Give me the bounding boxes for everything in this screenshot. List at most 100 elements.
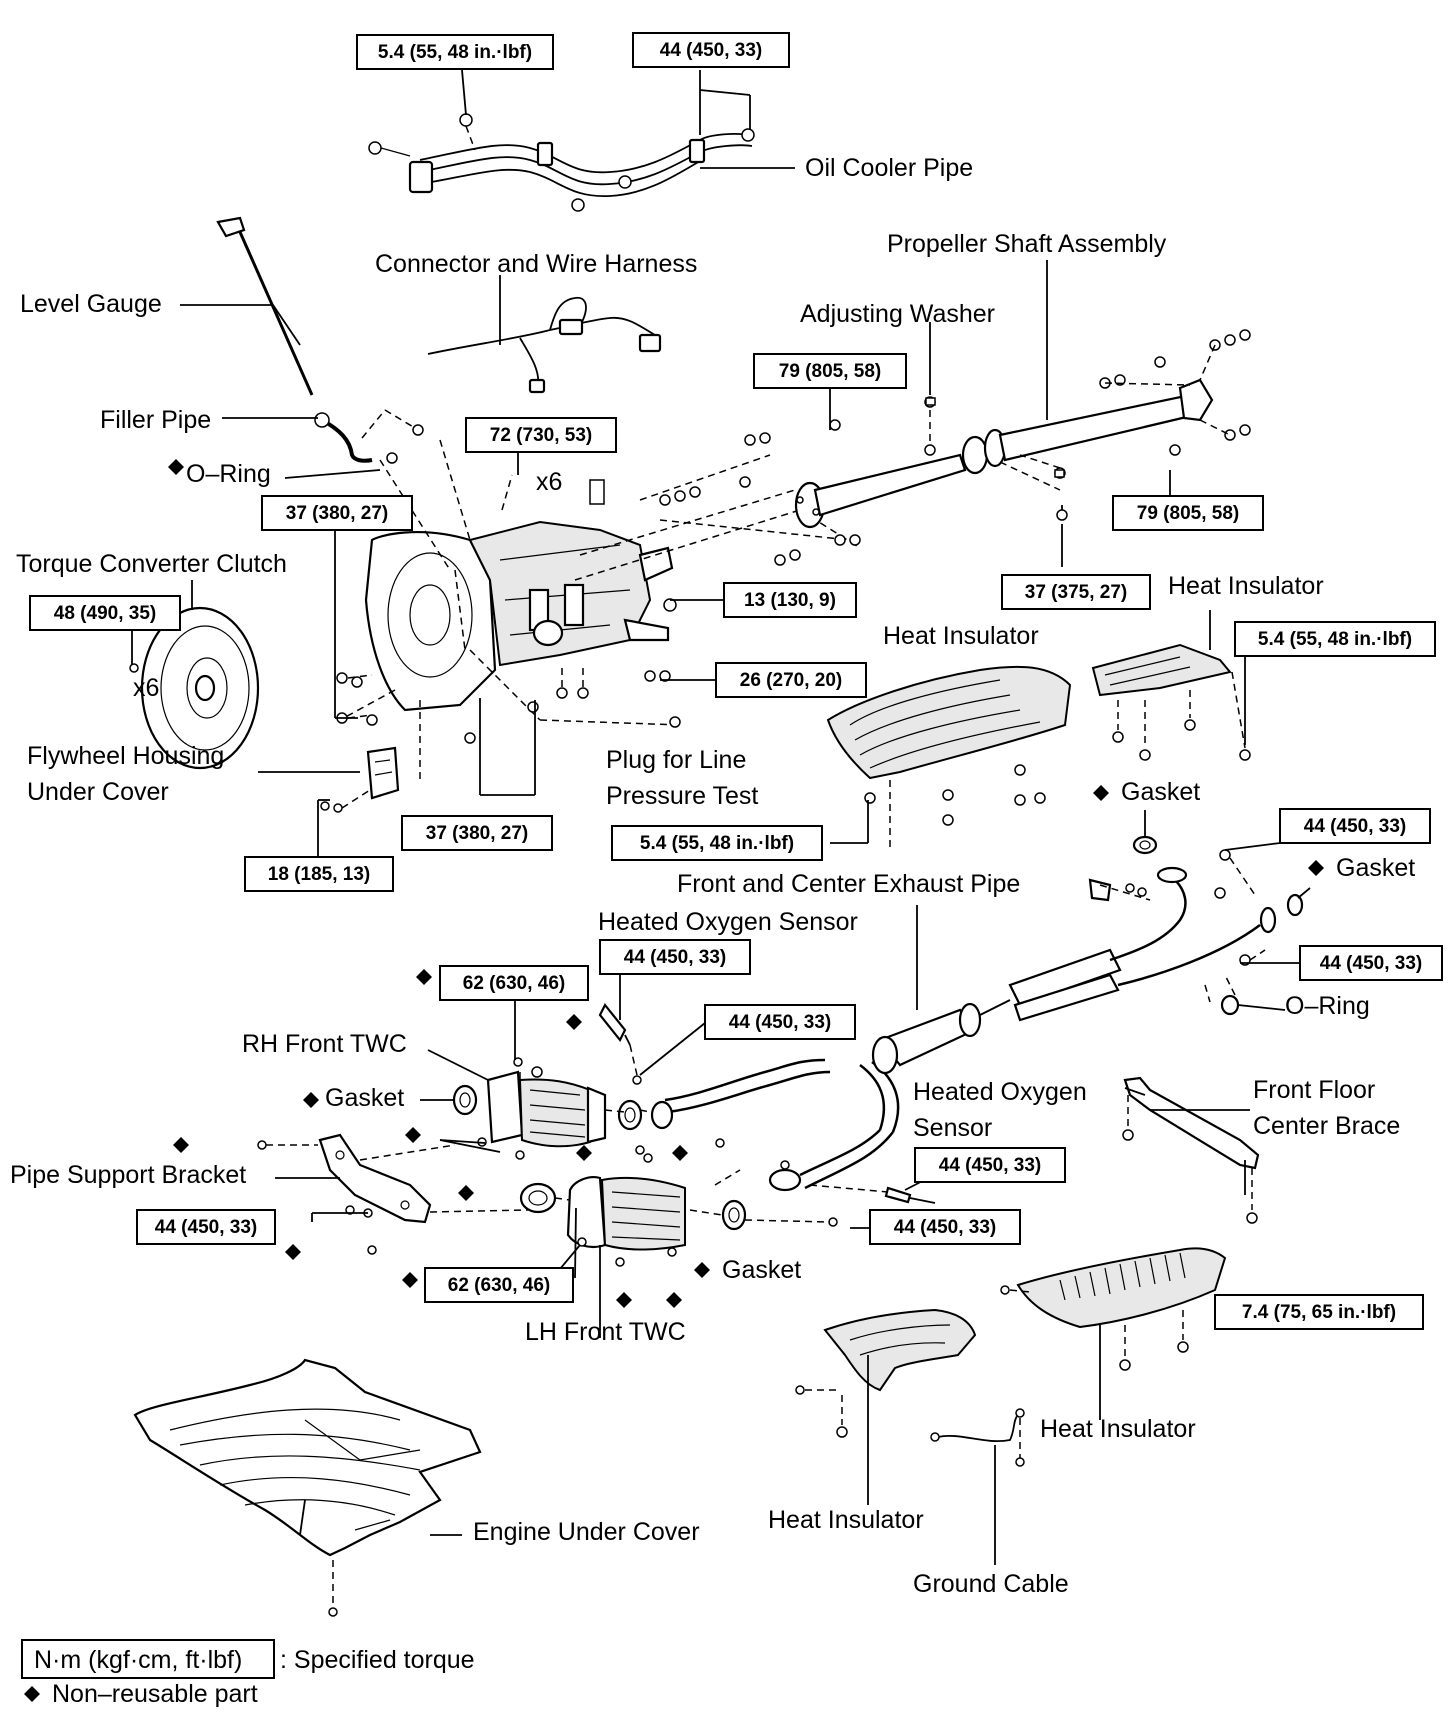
torque-box: 13 (130, 9) [723, 582, 857, 618]
torque-box: 44 (450, 33) [632, 32, 790, 68]
svg-text:18 (185, 13): 18 (185, 13) [268, 864, 370, 885]
legend-unit-desc: : Specified torque [280, 1646, 475, 1674]
svg-text:Center Brace: Center Brace [1253, 1112, 1400, 1140]
diamond-icon [173, 1137, 189, 1153]
svg-text:44 (450, 33): 44 (450, 33) [624, 947, 726, 968]
diamond-icon [168, 459, 184, 475]
diamond-icon [672, 1145, 688, 1161]
svg-text:Heated Oxygen Sensor: Heated Oxygen Sensor [598, 908, 858, 936]
torque-box: 44 (450, 33) [869, 1209, 1021, 1245]
svg-text:Front Floor: Front Floor [1253, 1076, 1375, 1104]
svg-text:O–Ring: O–Ring [1285, 992, 1370, 1020]
torque-box: 44 (450, 33) [1279, 808, 1431, 844]
torque-box: 79 (805, 58) [1112, 495, 1264, 531]
torque-box: 37 (380, 27) [261, 495, 413, 531]
level-gauge-drawing [216, 216, 314, 396]
svg-text:Oil Cooler Pipe: Oil Cooler Pipe [805, 154, 973, 182]
transmission-drawing [364, 520, 677, 712]
torque-box: 37 (380, 27) [401, 815, 553, 851]
svg-text:44 (450, 33): 44 (450, 33) [939, 1155, 1041, 1176]
torque-callouts: 5.4 (55, 48 in.·lbf) 44 (450, 33) 79 (80… [29, 32, 1443, 1330]
diamond-icon [1093, 785, 1109, 801]
diamond-icon [616, 1292, 632, 1308]
torque-box: 5.4 (55, 48 in.·lbf) [611, 825, 823, 861]
front-floor-brace-drawing [1122, 1076, 1260, 1224]
svg-text:x6: x6 [133, 674, 159, 702]
diamond-icon [458, 1185, 474, 1201]
svg-text:Heat Insulator: Heat Insulator [883, 622, 1039, 650]
leader-lines [131, 69, 1311, 1565]
diamond-icon [694, 1262, 710, 1278]
svg-text:Plug for Line: Plug for Line [606, 746, 746, 774]
svg-text:Ground Cable: Ground Cable [913, 1570, 1069, 1598]
svg-text:44 (450, 33): 44 (450, 33) [729, 1012, 831, 1033]
lh-front-twc-drawing [519, 1153, 838, 1267]
diamond-icon [566, 1014, 582, 1030]
svg-text:79 (805, 58): 79 (805, 58) [779, 361, 881, 382]
svg-text:5.4 (55, 48 in.·lbf): 5.4 (55, 48 in.·lbf) [640, 833, 794, 854]
svg-text:Gasket: Gasket [1121, 778, 1200, 806]
torque-box: 5.4 (55, 48 in.·lbf) [1234, 621, 1436, 657]
heat-insulator-upper-drawing [1091, 643, 1251, 761]
svg-text:Level Gauge: Level Gauge [20, 290, 162, 318]
torque-box: 44 (450, 33) [914, 1147, 1066, 1183]
torque-box: 48 (490, 35) [29, 595, 181, 631]
flywheel-cover-drawing [320, 746, 400, 813]
svg-text:Heat Insulator: Heat Insulator [1168, 572, 1324, 600]
svg-text:Pipe Support Bracket: Pipe Support Bracket [10, 1161, 246, 1189]
svg-text:44 (450, 33): 44 (450, 33) [894, 1217, 996, 1238]
torque-box: 72 (730, 53) [465, 417, 617, 453]
svg-text:Flywheel Housing: Flywheel Housing [27, 742, 224, 770]
svg-text:RH Front TWC: RH Front TWC [242, 1030, 407, 1058]
torque-box: 44 (450, 33) [1299, 945, 1443, 981]
svg-text:x6: x6 [536, 468, 562, 496]
diamond-icon [576, 1145, 592, 1161]
engine-under-cover-drawing [133, 1358, 482, 1617]
torque-box: 44 (450, 33) [599, 939, 751, 975]
svg-text:79 (805, 58): 79 (805, 58) [1137, 503, 1239, 524]
svg-text:Gasket: Gasket [1336, 854, 1415, 882]
part-labels: Oil Cooler Pipe Propeller Shaft Assembly… [10, 154, 1415, 1598]
svg-text:37 (375, 27): 37 (375, 27) [1025, 582, 1127, 603]
oil-cooler-pipe-drawing [368, 113, 755, 212]
pipe-support-bracket-drawing [257, 1133, 529, 1255]
svg-text:Heat Insulator: Heat Insulator [768, 1506, 924, 1534]
svg-text:Connector and Wire Harness: Connector and Wire Harness [375, 250, 697, 278]
svg-text:13 (130, 9): 13 (130, 9) [744, 590, 836, 611]
svg-text:44 (450, 33): 44 (450, 33) [660, 40, 762, 61]
svg-text:Adjusting Washer: Adjusting Washer [800, 300, 995, 328]
wire-harness-drawing [427, 296, 662, 394]
svg-text:Gasket: Gasket [325, 1084, 404, 1112]
svg-text:LH Front TWC: LH Front TWC [525, 1318, 686, 1346]
diamond-icon [416, 969, 432, 985]
svg-text:7.4 (75, 65 in.·lbf): 7.4 (75, 65 in.·lbf) [1242, 1302, 1396, 1323]
svg-text:62 (630, 46): 62 (630, 46) [463, 973, 565, 994]
svg-text:Filler Pipe: Filler Pipe [100, 406, 211, 434]
svg-text:48 (490, 35): 48 (490, 35) [54, 603, 156, 624]
svg-text:Torque Converter Clutch: Torque Converter Clutch [16, 550, 287, 578]
legend-nonreusable: Non–reusable part [52, 1680, 258, 1708]
diamond-icon [666, 1292, 682, 1308]
svg-text:Heated Oxygen: Heated Oxygen [913, 1078, 1087, 1106]
svg-text:O–Ring: O–Ring [186, 460, 271, 488]
torque-box: 62 (630, 46) [439, 965, 589, 1001]
diamond-icon [402, 1272, 418, 1288]
svg-text:Sensor: Sensor [913, 1114, 992, 1142]
oxygen-sensor-right-drawing [809, 1184, 936, 1204]
heat-insulator-rear-drawing [1000, 1247, 1227, 1371]
torque-box: 18 (185, 13) [244, 856, 394, 892]
svg-text:72 (730, 53): 72 (730, 53) [490, 425, 592, 446]
svg-text:26 (270, 20): 26 (270, 20) [740, 670, 842, 691]
torque-box: 62 (630, 46) [424, 1267, 574, 1303]
non-reusable-markers [24, 459, 1324, 1702]
heat-insulator-lower-drawing [795, 1308, 977, 1438]
oxygen-sensor-top-drawing [598, 1002, 642, 1085]
svg-text:Propeller Shaft Assembly: Propeller Shaft Assembly [887, 230, 1167, 258]
torque-box: 44 (450, 33) [136, 1209, 276, 1245]
torque-box: 44 (450, 33) [704, 1004, 856, 1040]
diamond-icon [285, 1244, 301, 1260]
torque-box: 26 (270, 20) [715, 662, 867, 698]
diamond-icon [1308, 860, 1324, 876]
rh-front-twc-drawing [452, 1057, 725, 1160]
